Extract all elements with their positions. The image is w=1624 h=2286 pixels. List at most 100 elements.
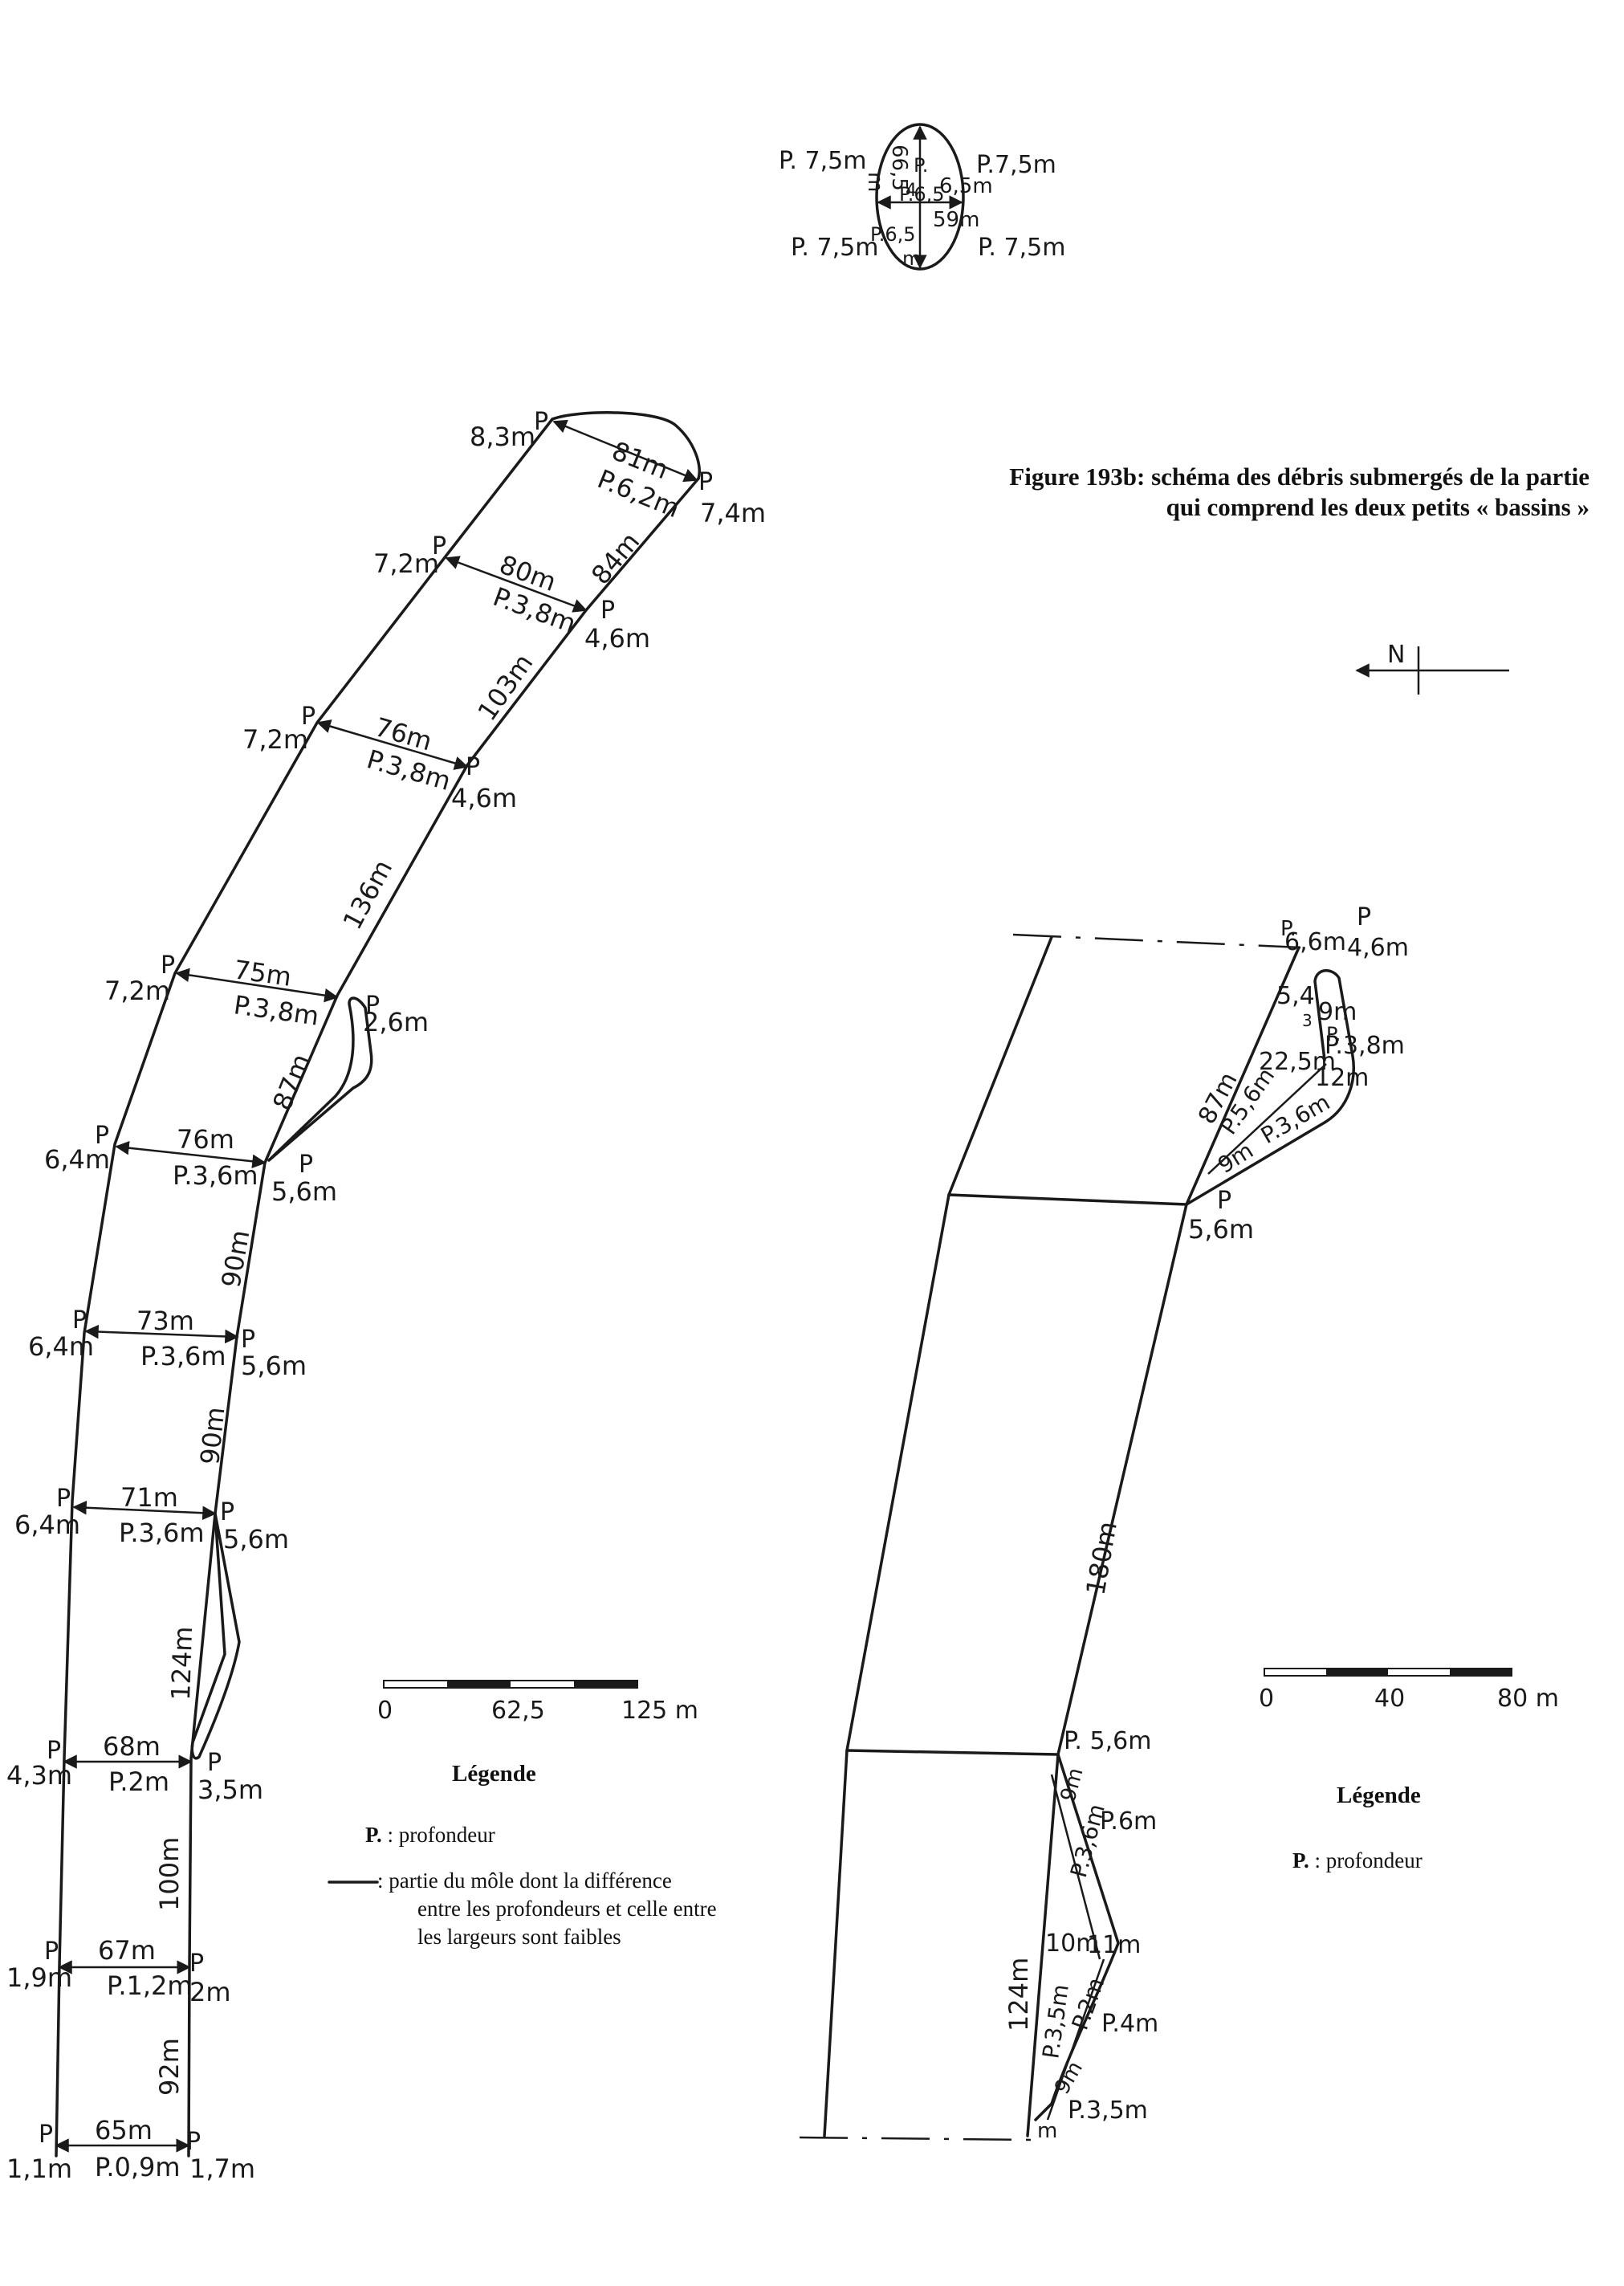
rp-30: P. <box>1326 1023 1341 1045</box>
p-e6: P <box>241 1326 255 1354</box>
west-edge <box>55 418 554 2158</box>
depth-8: P.2m <box>108 1766 169 1797</box>
east-depth-2: 4,6m <box>584 623 650 654</box>
west-depth-3: 7,2m <box>242 724 308 755</box>
rp-12: 9m <box>1213 1137 1258 1179</box>
rp-29: P. <box>1280 917 1296 941</box>
depth-6: P.3,6m <box>140 1341 226 1371</box>
p-w3: P <box>301 703 315 731</box>
rp-25: P.4m <box>1101 2010 1158 2038</box>
north-arrow: N <box>1355 641 1509 695</box>
rp-13: P <box>1217 1187 1231 1215</box>
p-e7: P <box>220 1498 234 1526</box>
left-east-depths: P 7,4m P 4,6m P 4,6m P 2,6m P 5,6m P 5,6… <box>186 468 766 2184</box>
p-e9: P <box>189 1950 204 1978</box>
circle-depth-se: P. 7,5m <box>978 234 1065 262</box>
p-w5: P <box>95 1122 109 1150</box>
rp-17: 9m <box>1056 1766 1089 1804</box>
width-5: 76m <box>177 1124 234 1155</box>
depth-5: P.3,6m <box>173 1160 258 1191</box>
p-w7: P <box>56 1485 71 1513</box>
west-depth-5: 6,4m <box>44 1144 110 1175</box>
rp-1: 6,6m <box>1284 928 1346 956</box>
length-3: 136m <box>337 854 399 934</box>
p-w4: P <box>161 951 175 980</box>
left-west-depths: P 8,3m P 7,2m P 7,2m P 7,2m P 6,4m P 6,4… <box>6 408 548 2184</box>
left-plan <box>55 411 701 2158</box>
figure-caption: Figure 193b: schéma des débris submergés… <box>899 462 1589 523</box>
east-depth-10: 1,7m <box>189 2154 255 2184</box>
west-depth-1: 8,3m <box>470 422 535 452</box>
rp-15: 180m <box>1080 1519 1122 1597</box>
p-w9: P <box>44 1938 59 1966</box>
jetty-a <box>267 996 373 1162</box>
circle-basin: P. 7,5m P.7,5m P. 7,5m P. 7,5m 66,5 m 6,… <box>779 123 1065 271</box>
width-7: 71m <box>120 1482 178 1513</box>
east-depth-9: 2m <box>189 1977 231 2007</box>
legend-right-title: Légende <box>1337 1783 1421 1808</box>
scale-bar-left: 0 62,5 125 m <box>377 1680 698 1725</box>
circle-depth-sw: P. 7,5m <box>791 234 878 262</box>
left-width-labels: 81m P.6,2m 80m P.3,8m 76m P.3,8m 75m P.3… <box>95 435 684 2182</box>
rp-5: 9m <box>1318 998 1357 1026</box>
jetty-b <box>190 1512 241 1760</box>
length-4: 87m <box>267 1049 316 1114</box>
right-plan <box>799 933 1355 2141</box>
depth-10: P.0,9m <box>95 2152 181 2182</box>
p-w1: P <box>534 408 548 436</box>
p-e4: P <box>365 992 380 1020</box>
length-6: 90m <box>194 1405 230 1465</box>
rp-22: 124m <box>1003 1958 1034 2031</box>
length-8: 100m <box>154 1837 185 1911</box>
p-e8: P <box>207 1749 222 1777</box>
circle-length-unit: m <box>863 172 887 192</box>
rp-16: P. 5,6m <box>1064 1727 1151 1755</box>
circle-mark: 4 <box>906 181 917 201</box>
length-1: 84m <box>585 527 645 590</box>
scale-bar-right: 0 40 80 m <box>1259 1668 1559 1713</box>
legend-right-p-desc: : profondeur <box>1314 1848 1423 1872</box>
width-6: 73m <box>136 1306 194 1336</box>
legend-left-line-desc-3: les largeurs sont faibles <box>417 1925 621 1949</box>
p-w2: P <box>432 532 446 560</box>
west-depth-8: 4,3m <box>6 1760 72 1791</box>
east-edge <box>187 477 700 2158</box>
rp-21: 11m <box>1087 1931 1141 1959</box>
legend-left-p-key: P. <box>365 1823 382 1847</box>
rp-3: 4,6m <box>1347 934 1409 962</box>
west-depth-6: 6,4m <box>28 1331 94 1362</box>
p-e3: P <box>466 753 480 781</box>
depth-3: P.3,8m <box>364 744 454 797</box>
west-depth-2: 7,2m <box>373 548 439 579</box>
p-e2: P <box>600 597 615 625</box>
circle-unit-2: m <box>902 247 921 270</box>
east-depth-7: 5,6m <box>223 1524 289 1555</box>
legend-left-title: Légende <box>452 1761 536 1787</box>
rp-27: P.3,5m <box>1068 2097 1148 2125</box>
rp-4: 5,4 <box>1276 982 1315 1010</box>
length-7: 124m <box>165 1626 198 1701</box>
width-9: 67m <box>98 1935 156 1966</box>
p-e5: P <box>299 1151 313 1179</box>
rp-7: 22,5m <box>1259 1048 1336 1076</box>
scale-right-tick-1: 40 <box>1374 1685 1405 1713</box>
p-e1: P <box>698 468 713 496</box>
p-w8: P <box>47 1737 61 1765</box>
right-plan-labels: 6,6m P 4,6m 5,4 9m P.3,8m 22,5m 12m 87m … <box>1003 903 1409 2143</box>
east-depth-8: 3,5m <box>197 1775 263 1805</box>
circle-length-vertical: 66,5 <box>887 145 911 191</box>
circle-p: P. <box>914 154 928 177</box>
depth-7: P.3,6m <box>119 1518 205 1548</box>
circle-p-depth: P.6,5 <box>899 183 945 206</box>
legend-left-p-desc: : profondeur <box>387 1823 495 1847</box>
east-depth-3: 4,6m <box>451 783 517 813</box>
west-depth-7: 6,4m <box>14 1510 80 1540</box>
circle-width-a: 6,5m <box>939 174 993 198</box>
rp-8: 12m <box>1315 1064 1369 1092</box>
rp-6: P.3,8m <box>1325 1032 1405 1060</box>
rp-2: P <box>1357 903 1371 931</box>
circle-depth-nw: P. 7,5m <box>779 147 866 175</box>
width-8: 68m <box>103 1731 161 1762</box>
scale-left-tick-1: 62,5 <box>491 1697 545 1725</box>
